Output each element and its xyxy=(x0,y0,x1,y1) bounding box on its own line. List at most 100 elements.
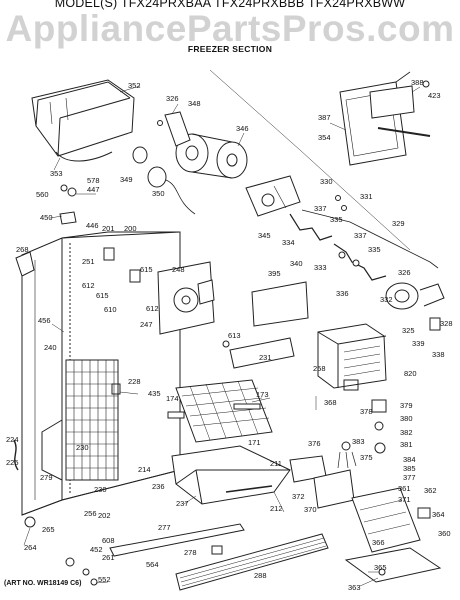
part-label: 264 xyxy=(24,543,37,552)
part-label: 370 xyxy=(304,505,317,514)
part-label: 350 xyxy=(152,189,165,198)
part-label: 228 xyxy=(128,377,141,386)
part-label: 225 xyxy=(6,458,19,467)
shelf-rail xyxy=(233,403,261,410)
control-box xyxy=(289,455,355,509)
small-parts xyxy=(15,184,441,586)
part-label: 371 xyxy=(398,495,411,504)
part-label: 379 xyxy=(400,401,413,410)
part-label: 174 xyxy=(166,394,179,403)
part-label: 446 xyxy=(86,221,99,230)
art-number: (ART NO. WR18149 C6) xyxy=(4,580,82,587)
part-label: 381 xyxy=(400,440,413,449)
part-label: 240 xyxy=(44,343,57,352)
part-label: 338 xyxy=(432,350,445,359)
icemaker-mechanism xyxy=(289,195,387,281)
part-label: 200 xyxy=(124,224,137,233)
part-label: 345 xyxy=(258,231,271,240)
auger-wire xyxy=(55,151,113,162)
part-label: 384 xyxy=(403,455,416,464)
part-label: 578 xyxy=(87,176,100,185)
part-label: 820 xyxy=(404,369,417,378)
part-label: 613 xyxy=(228,331,241,340)
part-labels: 352 326 348 346 388 423 387 354 353 349 … xyxy=(6,78,453,592)
part-label: 173 xyxy=(256,390,269,399)
shelf-support xyxy=(167,411,185,419)
part-label: 337 xyxy=(354,231,367,240)
diagonal-wire xyxy=(209,69,411,251)
drive-coupling xyxy=(132,146,196,215)
machine-compartment xyxy=(344,487,442,583)
part-label: 564 xyxy=(146,560,159,569)
part-label: 352 xyxy=(128,81,141,90)
part-label: 237 xyxy=(176,499,189,508)
part-label: 224 xyxy=(6,435,19,444)
ice-pan xyxy=(171,445,291,505)
part-label: 339 xyxy=(412,339,425,348)
base-rail xyxy=(109,523,245,557)
part-label: 288 xyxy=(254,571,267,580)
leader-lines xyxy=(23,85,421,587)
part-label: 256 xyxy=(84,509,97,518)
part-label: 435 xyxy=(148,389,161,398)
part-label: 211 xyxy=(270,459,282,468)
part-label: 368 xyxy=(324,398,337,407)
part-label: 365 xyxy=(374,563,387,572)
part-label: 334 xyxy=(282,238,295,247)
part-label: 348 xyxy=(188,99,201,108)
part-label: 364 xyxy=(432,510,445,519)
part-label: 382 xyxy=(400,428,413,437)
watermark: AppliancePartsPros.com xyxy=(5,8,455,49)
part-label: 201 xyxy=(102,224,115,233)
part-label: 171 xyxy=(248,438,261,447)
fan-shroud xyxy=(157,261,215,335)
part-label: 279 xyxy=(40,473,53,482)
part-label: 231 xyxy=(259,353,272,362)
light-shield xyxy=(229,281,309,369)
part-label: 363 xyxy=(348,583,361,592)
part-label: 230 xyxy=(94,485,107,494)
part-label: 372 xyxy=(292,492,305,501)
part-label: 378 xyxy=(360,407,373,416)
part-label: 268 xyxy=(16,245,29,254)
part-label: 456 xyxy=(38,316,51,325)
part-label: 335 xyxy=(368,245,381,254)
part-label: 377 xyxy=(403,473,416,482)
part-label: 278 xyxy=(184,548,197,557)
part-label: 336 xyxy=(336,289,349,298)
part-label: 612 xyxy=(146,304,159,313)
part-label: 395 xyxy=(268,269,281,278)
part-label: 447 xyxy=(87,185,100,194)
auger-motor xyxy=(385,282,445,310)
part-label: 380 xyxy=(400,414,413,423)
part-label: 326 xyxy=(166,94,179,103)
switch-cluster xyxy=(337,399,387,469)
part-label: 247 xyxy=(140,320,153,329)
part-label: 452 xyxy=(90,545,103,554)
wire-harness xyxy=(301,209,439,269)
part-label: 248 xyxy=(172,265,185,274)
part-label: 362 xyxy=(424,486,437,495)
part-label: 329 xyxy=(392,219,405,228)
part-label: 214 xyxy=(138,465,151,474)
part-label: 330 xyxy=(320,177,333,186)
part-label: 366 xyxy=(372,538,385,547)
part-label: 388 xyxy=(411,78,424,87)
part-label: 360 xyxy=(438,529,451,538)
cabinet-liner xyxy=(13,231,181,516)
part-label: 277 xyxy=(158,523,171,532)
part-label: 552 xyxy=(98,575,111,584)
part-label: 335 xyxy=(330,215,343,224)
part-label: 340 xyxy=(290,259,303,268)
part-label: 261 xyxy=(102,553,115,562)
part-label: 258 xyxy=(313,364,326,373)
part-label: 346 xyxy=(236,124,249,133)
feeder-motor xyxy=(157,111,248,179)
part-label: 615 xyxy=(140,265,153,274)
part-label: 560 xyxy=(36,190,49,199)
part-label: 230 xyxy=(76,443,89,452)
fan-bracket xyxy=(245,175,301,217)
part-label: 615 xyxy=(96,291,109,300)
